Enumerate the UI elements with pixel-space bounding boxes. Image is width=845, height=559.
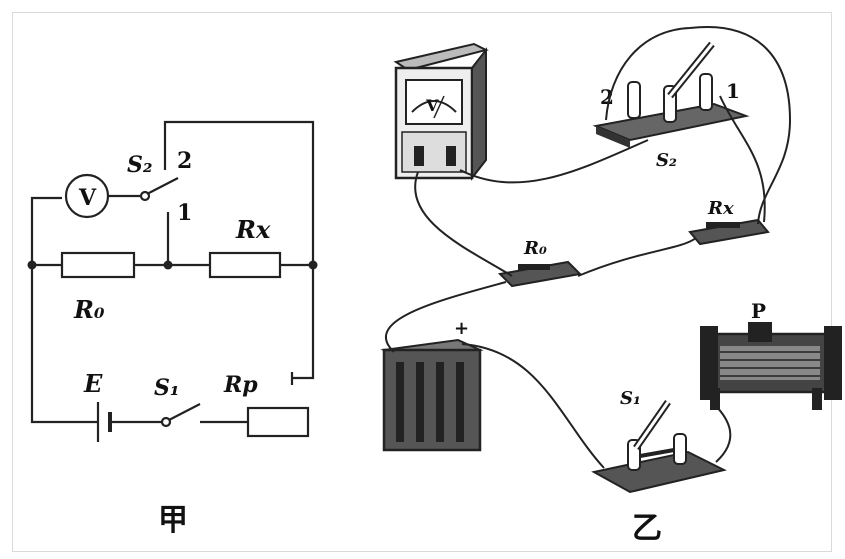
voltmeter-label: V xyxy=(78,185,97,211)
apparatus-wires xyxy=(385,26,792,469)
schematic-jia xyxy=(30,120,315,442)
wire xyxy=(163,120,315,380)
wire xyxy=(414,171,513,277)
figure-border xyxy=(12,12,832,552)
rp-label: Rp xyxy=(223,372,258,398)
contact-1-label: 1 xyxy=(177,200,192,226)
caption-jia: 甲 xyxy=(158,503,188,538)
wire xyxy=(459,139,649,184)
wire xyxy=(605,26,792,225)
junction-dots xyxy=(27,260,318,270)
rheostat-device xyxy=(700,322,842,410)
apparatus-yi: V 2 1 S₂ Rx R₀ xyxy=(380,26,842,546)
caption-yi: 乙 xyxy=(632,511,662,546)
wire xyxy=(30,265,98,424)
switch-contact xyxy=(139,190,151,202)
wire xyxy=(713,403,732,463)
s1-label: S₁ xyxy=(154,375,180,401)
rx-device-label: Rx xyxy=(707,198,734,219)
switch-contact xyxy=(160,416,172,428)
battery-device xyxy=(380,338,484,452)
wire xyxy=(719,95,766,223)
switch-s2-blade xyxy=(146,177,179,195)
voltmeter-device-label: V xyxy=(425,96,439,115)
wire xyxy=(385,281,507,353)
slider-p-label: P xyxy=(751,299,766,323)
wire xyxy=(30,196,62,265)
junction-dot xyxy=(27,260,37,270)
s2-device-label: S₂ xyxy=(656,150,677,171)
wire xyxy=(577,237,697,277)
resistor-rx xyxy=(208,251,282,279)
rx-label: Rx xyxy=(235,215,271,244)
r0-label: R₀ xyxy=(73,295,105,324)
switch-s1-device xyxy=(591,400,727,494)
switch-s1-blade xyxy=(168,403,201,421)
resistor-r0 xyxy=(60,251,136,279)
switch-s2-device xyxy=(592,41,750,148)
rheostat-rp xyxy=(246,406,310,438)
junction-dot xyxy=(163,260,173,270)
contact-2-label: 2 xyxy=(177,148,192,174)
voltmeter-device xyxy=(393,42,489,181)
s1-device-label: S₁ xyxy=(620,388,641,409)
s2-contact-1-label: 1 xyxy=(726,79,740,103)
resistor-rx-device xyxy=(688,218,770,246)
s2-label: S₂ xyxy=(127,152,153,178)
junction-dot xyxy=(308,260,318,270)
wire xyxy=(461,343,605,469)
r0-device-label: R₀ xyxy=(523,238,547,259)
resistor-r0-device xyxy=(497,260,583,288)
battery-plus-label: + xyxy=(454,318,469,339)
e-label: E xyxy=(83,369,103,398)
